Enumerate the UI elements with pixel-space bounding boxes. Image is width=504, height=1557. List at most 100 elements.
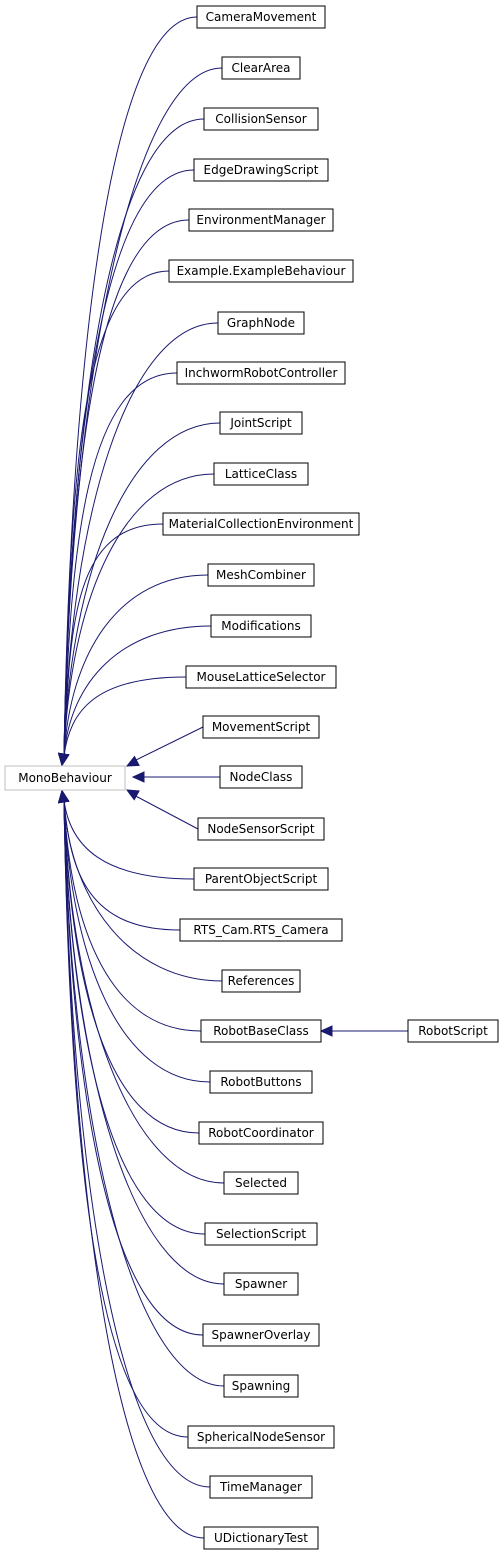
arrowhead-udictionarytest [57, 789, 70, 804]
class-node-collisionsensor[interactable]: CollisionSensor [203, 107, 319, 131]
class-node-modifications[interactable]: Modifications [210, 614, 312, 638]
class-node-label: LatticeClass [225, 467, 297, 481]
arrowhead-movementscript [125, 755, 140, 767]
class-node-edgedrawingscript[interactable]: EdgeDrawingScript [193, 158, 329, 182]
class-node-spawner[interactable]: Spawner [223, 1272, 299, 1296]
class-node-box [219, 765, 303, 789]
edge-selected [63, 799, 225, 1184]
class-node-label: UDictionaryTest [214, 1531, 308, 1545]
class-node-box [209, 1070, 313, 1094]
class-node-label: RobotBaseClass [213, 1024, 309, 1038]
class-node-box [219, 411, 303, 435]
class-node-parentobjectscript[interactable]: ParentObjectScript [193, 867, 329, 891]
class-node-label: RobotButtons [220, 1075, 301, 1089]
class-node-box [187, 1425, 335, 1449]
class-node-timemanager[interactable]: TimeManager [209, 1475, 313, 1499]
class-node-box [213, 462, 309, 486]
class-node-box [203, 107, 319, 131]
class-nodes: MonoBehaviour CameraMovementClearAreaColl… [4, 5, 499, 1550]
class-node-box [202, 1323, 320, 1347]
class-node-label: SelectionScript [216, 1227, 306, 1241]
class-node-box [4, 765, 126, 791]
class-node-label: References [228, 974, 295, 988]
class-node-box [223, 1374, 299, 1398]
edge-mouselatticeselector [63, 676, 187, 757]
class-node-selected[interactable]: Selected [223, 1171, 299, 1195]
edge-jointscript [63, 422, 221, 757]
class-node-label: MonoBehaviour [18, 771, 112, 785]
class-node-label: MovementScript [212, 720, 311, 734]
class-node-box [207, 563, 315, 587]
class-node-box [188, 208, 334, 232]
class-node-label: SphericalNodeSensor [197, 1430, 325, 1444]
class-node-label: InchwormRobotController [185, 366, 338, 380]
class-node-label: MeshCombiner [216, 568, 306, 582]
class-node-box [176, 361, 346, 385]
class-node-label: CameraMovement [206, 10, 317, 24]
edge-environmentmanager [63, 219, 190, 757]
class-node-mouselatticeselector[interactable]: MouseLatticeSelector [185, 665, 337, 689]
class-node-selectionscript[interactable]: SelectionScript [204, 1222, 318, 1246]
class-node-rts-cam-rts-camera[interactable]: RTS_Cam.RTS_Camera [179, 918, 343, 942]
class-node-robotbuttons[interactable]: RobotButtons [209, 1070, 313, 1094]
edge-udictionarytest [63, 799, 205, 1539]
class-node-label: MouseLatticeSelector [197, 670, 326, 684]
class-node-label: SpawnerOverlay [212, 1328, 311, 1342]
edge-timemanager [63, 799, 211, 1488]
class-node-label: GraphNode [227, 316, 295, 330]
class-node-robotscript[interactable]: RobotScript [407, 1019, 499, 1043]
class-node-cameramovement[interactable]: CameraMovement [196, 5, 326, 29]
class-node-jointscript[interactable]: JointScript [219, 411, 303, 435]
class-node-references[interactable]: References [221, 969, 301, 993]
class-node-udictionarytest[interactable]: UDictionaryTest [203, 1526, 319, 1550]
edge-edgedrawingscript [63, 169, 195, 757]
inheritance-edges [57, 16, 408, 1539]
class-node-label: EnvironmentManager [196, 213, 325, 227]
class-node-meshcombiner[interactable]: MeshCombiner [207, 563, 315, 587]
class-node-robotbaseclass[interactable]: RobotBaseClass [200, 1019, 322, 1043]
edge-nodesensorscript [129, 792, 199, 830]
edge-spawning [63, 799, 225, 1387]
edge-spawneroverlay [63, 799, 204, 1336]
class-node-spawning[interactable]: Spawning [223, 1374, 299, 1398]
class-node-label: RobotCoordinator [208, 1126, 314, 1140]
class-node-box [407, 1019, 499, 1043]
class-node-box [209, 1475, 313, 1499]
class-node-cleararea[interactable]: ClearArea [221, 56, 301, 80]
class-node-nodesensorscript[interactable]: NodeSensorScript [197, 817, 325, 841]
arrowhead-nodeclass [131, 771, 145, 783]
arrowhead-nodesensorscript [125, 789, 140, 801]
class-node-inchwormrobotcontroller[interactable]: InchwormRobotController [176, 361, 346, 385]
class-node-label: NodeClass [230, 770, 293, 784]
class-node-monobehaviour[interactable]: MonoBehaviour [4, 765, 126, 791]
class-node-box [217, 311, 305, 335]
class-node-label: RTS_Cam.RTS_Camera [193, 923, 328, 937]
class-node-sphericalnodesensor[interactable]: SphericalNodeSensor [187, 1425, 335, 1449]
class-node-box [204, 1222, 318, 1246]
class-node-materialcollectionenvironment[interactable]: MaterialCollectionEnvironment [162, 512, 360, 536]
arrowhead-robotscript [319, 1025, 333, 1037]
edge-meshcombiner [63, 574, 209, 757]
class-node-graphnode[interactable]: GraphNode [217, 311, 305, 335]
class-node-box [162, 512, 360, 536]
class-node-movementscript[interactable]: MovementScript [202, 715, 320, 739]
class-node-label: ParentObjectScript [205, 872, 318, 886]
class-node-label: EdgeDrawingScript [204, 163, 319, 177]
class-node-label: Spawning [232, 1379, 291, 1393]
edge-movementscript [129, 726, 204, 764]
class-node-label: CollisionSensor [215, 112, 306, 126]
class-node-nodeclass[interactable]: NodeClass [219, 765, 303, 789]
class-node-environmentmanager[interactable]: EnvironmentManager [188, 208, 334, 232]
edge-sphericalnodesensor [63, 799, 189, 1438]
class-node-label: Modifications [221, 619, 300, 633]
class-node-example-examplebehaviour[interactable]: Example.ExampleBehaviour [168, 259, 354, 283]
class-node-robotcoordinator[interactable]: RobotCoordinator [198, 1121, 324, 1145]
class-node-box [196, 5, 326, 29]
class-node-label: Spawner [235, 1277, 287, 1291]
class-node-spawneroverlay[interactable]: SpawnerOverlay [202, 1323, 320, 1347]
class-node-latticeclass[interactable]: LatticeClass [213, 462, 309, 486]
edge-spawner [63, 799, 225, 1285]
edge-parentobjectscript [63, 799, 195, 880]
class-node-box [193, 158, 329, 182]
